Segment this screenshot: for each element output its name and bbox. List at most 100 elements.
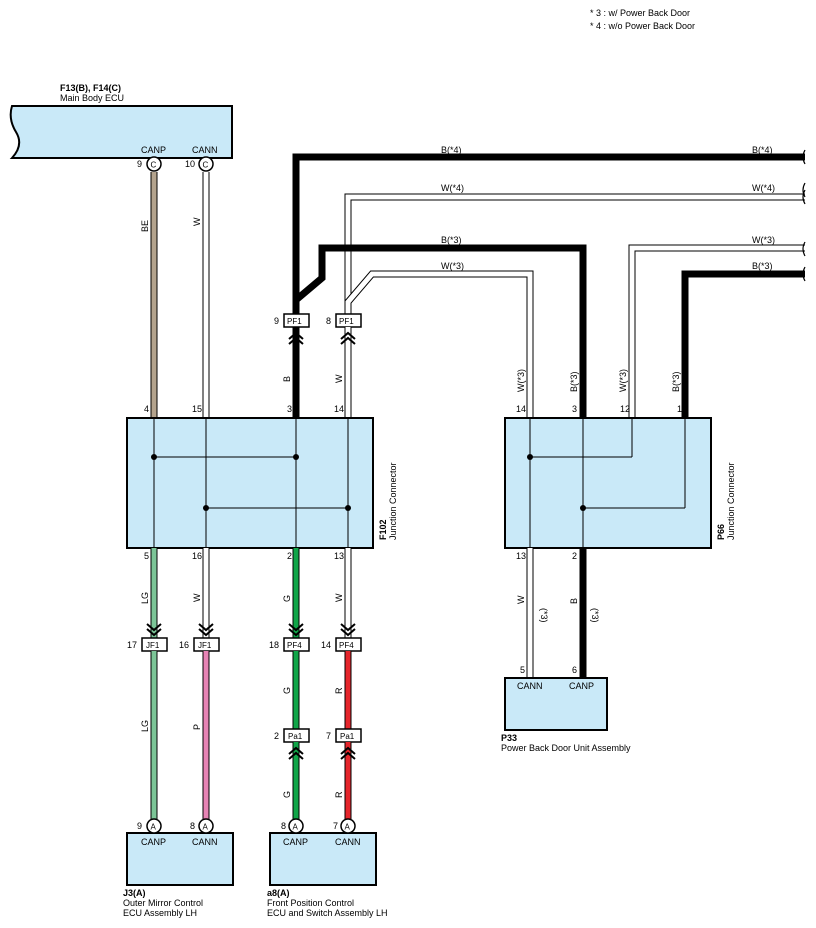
j3-code: J3(A) — [123, 888, 146, 898]
p33-pin-label-canp: CANP — [569, 681, 594, 691]
a8-box — [269, 832, 377, 886]
a8-pin-label-canp: CANP — [283, 837, 308, 847]
jf1-a-label: JF1 — [146, 641, 160, 650]
main-ecu-pin-conn-canp: C — [151, 161, 157, 170]
j3-pin-circle-cann — [198, 818, 214, 834]
wire-label-g-b: G — [282, 687, 292, 694]
wire-w3-a-outer — [344, 270, 534, 418]
f102-top-pin-2: 15 — [192, 404, 202, 414]
j3-pin-label-canp: CANP — [141, 837, 166, 847]
j3-name-1: Outer Mirror Control — [123, 898, 203, 908]
f102-box — [126, 417, 374, 549]
f102-bottom-pin-2: 16 — [192, 551, 202, 561]
j3-pin-conn-canp: A — [151, 823, 157, 832]
wire-label-p: P — [192, 724, 202, 730]
wire-label-w-pf1: W — [334, 374, 344, 383]
main-ecu-pin-num-cann: 10 — [185, 159, 195, 169]
p33-box — [504, 677, 608, 731]
jf1-a-num: 17 — [127, 640, 137, 650]
a8-pin-label-cann: CANN — [335, 837, 361, 847]
f102-top-pin-1: 4 — [144, 404, 149, 414]
wire-label-b3-left: B(*3) — [441, 235, 462, 245]
wire-label-lg-b: LG — [140, 720, 150, 732]
main-ecu-pin-conn-cann: C — [203, 161, 209, 170]
wire-w4-inner — [345, 194, 805, 318]
wire-label-b4-left: B(*4) — [441, 145, 462, 155]
wire-label-b3-right: B(*3) — [752, 261, 773, 271]
wire-label-w-f102: W — [192, 593, 202, 602]
pf4-a-num: 18 — [269, 640, 279, 650]
p66-box — [504, 417, 712, 549]
f102-bottom-pin-3: 2 — [287, 551, 292, 561]
wire-label-w-main: W — [192, 217, 202, 226]
main-ecu-pin-label-canp: CANP — [141, 145, 166, 155]
wire-label-b4-right: B(*4) — [752, 145, 773, 155]
wire-w3-b-inner — [629, 245, 805, 418]
j3-box — [126, 832, 234, 886]
wire-b3-a — [292, 244, 587, 418]
wire-end-w3 — [802, 241, 806, 257]
p33-code: P33 — [501, 733, 517, 743]
wire-label-w4-right: W(*4) — [752, 183, 775, 193]
pf4-a-label: PF4 — [287, 641, 302, 650]
wire-w4-outer — [344, 193, 805, 318]
p66-code: P66 — [716, 524, 726, 540]
note-4: * 4 : w/o Power Back Door — [590, 21, 695, 31]
j3-pin-conn-cann: A — [203, 823, 209, 832]
j3-pin-circle-canp — [146, 818, 162, 834]
pf4-b-num: 14 — [321, 640, 331, 650]
wire-label-w3-p66-a: W(*3) — [516, 369, 526, 392]
main-ecu-pin-num-canp: 9 — [137, 159, 142, 169]
p33-name: Power Back Door Unit Assembly — [501, 743, 631, 753]
main-ecu-name: Main Body ECU — [60, 93, 124, 103]
jf1-b-num: 16 — [179, 640, 189, 650]
pa1-b-label: Pa1 — [340, 732, 355, 741]
p66-name: Junction Connector — [726, 462, 736, 540]
pf1-b-label: PF1 — [339, 317, 354, 326]
note-3: * 3 : w/ Power Back Door — [590, 8, 690, 18]
pf1-a-num: 9 — [274, 316, 279, 326]
p66-junction-dots — [527, 454, 586, 511]
p66-top-pin-2: 3 — [572, 404, 577, 414]
wire-end-w4-a — [802, 182, 806, 198]
a8-pin-circle-canp — [288, 818, 304, 834]
wire-label-b-pf1: B — [282, 376, 292, 382]
wire-label-r-a: R — [334, 687, 344, 694]
a8-name-2: ECU and Switch Assembly LH — [267, 908, 388, 918]
a8-pin-num-cann: 7 — [333, 821, 338, 831]
jf1-b-label: JF1 — [198, 641, 212, 650]
wire-b4 — [292, 153, 805, 318]
a8-name-1: Front Position Control — [267, 898, 354, 908]
wire-label-w4-left: W(*4) — [441, 183, 464, 193]
j3-pin-label-cann: CANN — [192, 837, 218, 847]
main-ecu-pin-c-cann — [198, 156, 214, 172]
p66-top-pin-3: 12 — [620, 404, 630, 414]
a8-pin-conn-canp: A — [293, 823, 299, 832]
f102-name: Junction Connector — [388, 462, 398, 540]
wire-w3-a-inner — [345, 271, 533, 418]
wire-label-g-c: G — [282, 791, 292, 798]
j3-pin-num-cann: 8 — [190, 821, 195, 831]
f102-code: F102 — [378, 519, 388, 540]
wire-end-b3 — [802, 266, 806, 282]
f102-bottom-pin-4: 13 — [334, 551, 344, 561]
wire-label-w-p33: W — [516, 595, 526, 604]
main-ecu-code: F13(B), F14(C) — [60, 83, 121, 93]
p33-pin-num-cann: 5 — [520, 665, 525, 675]
chevron-pf1-a — [288, 331, 304, 345]
chevrons-row-jf-pf4 — [146, 623, 356, 637]
a8-pin-num-canp: 8 — [281, 821, 286, 831]
p66-internal — [529, 418, 686, 548]
wire-label-b3-p66-a: B(*3) — [569, 371, 579, 392]
pf1-a-label: PF1 — [287, 317, 302, 326]
pa1-a-label: Pa1 — [288, 732, 303, 741]
p66-bottom-pin-2: 2 — [572, 551, 577, 561]
p66-top-pin-1: 14 — [516, 404, 526, 414]
f102-top-pin-4: 14 — [334, 404, 344, 414]
j3-pin-num-canp: 9 — [137, 821, 142, 831]
wire-label-w3-p66-b: W(*3) — [618, 369, 628, 392]
f102-junction-dots — [151, 454, 351, 511]
pf1-b-num: 8 — [326, 316, 331, 326]
wire-label-b-p33: B — [569, 598, 579, 604]
